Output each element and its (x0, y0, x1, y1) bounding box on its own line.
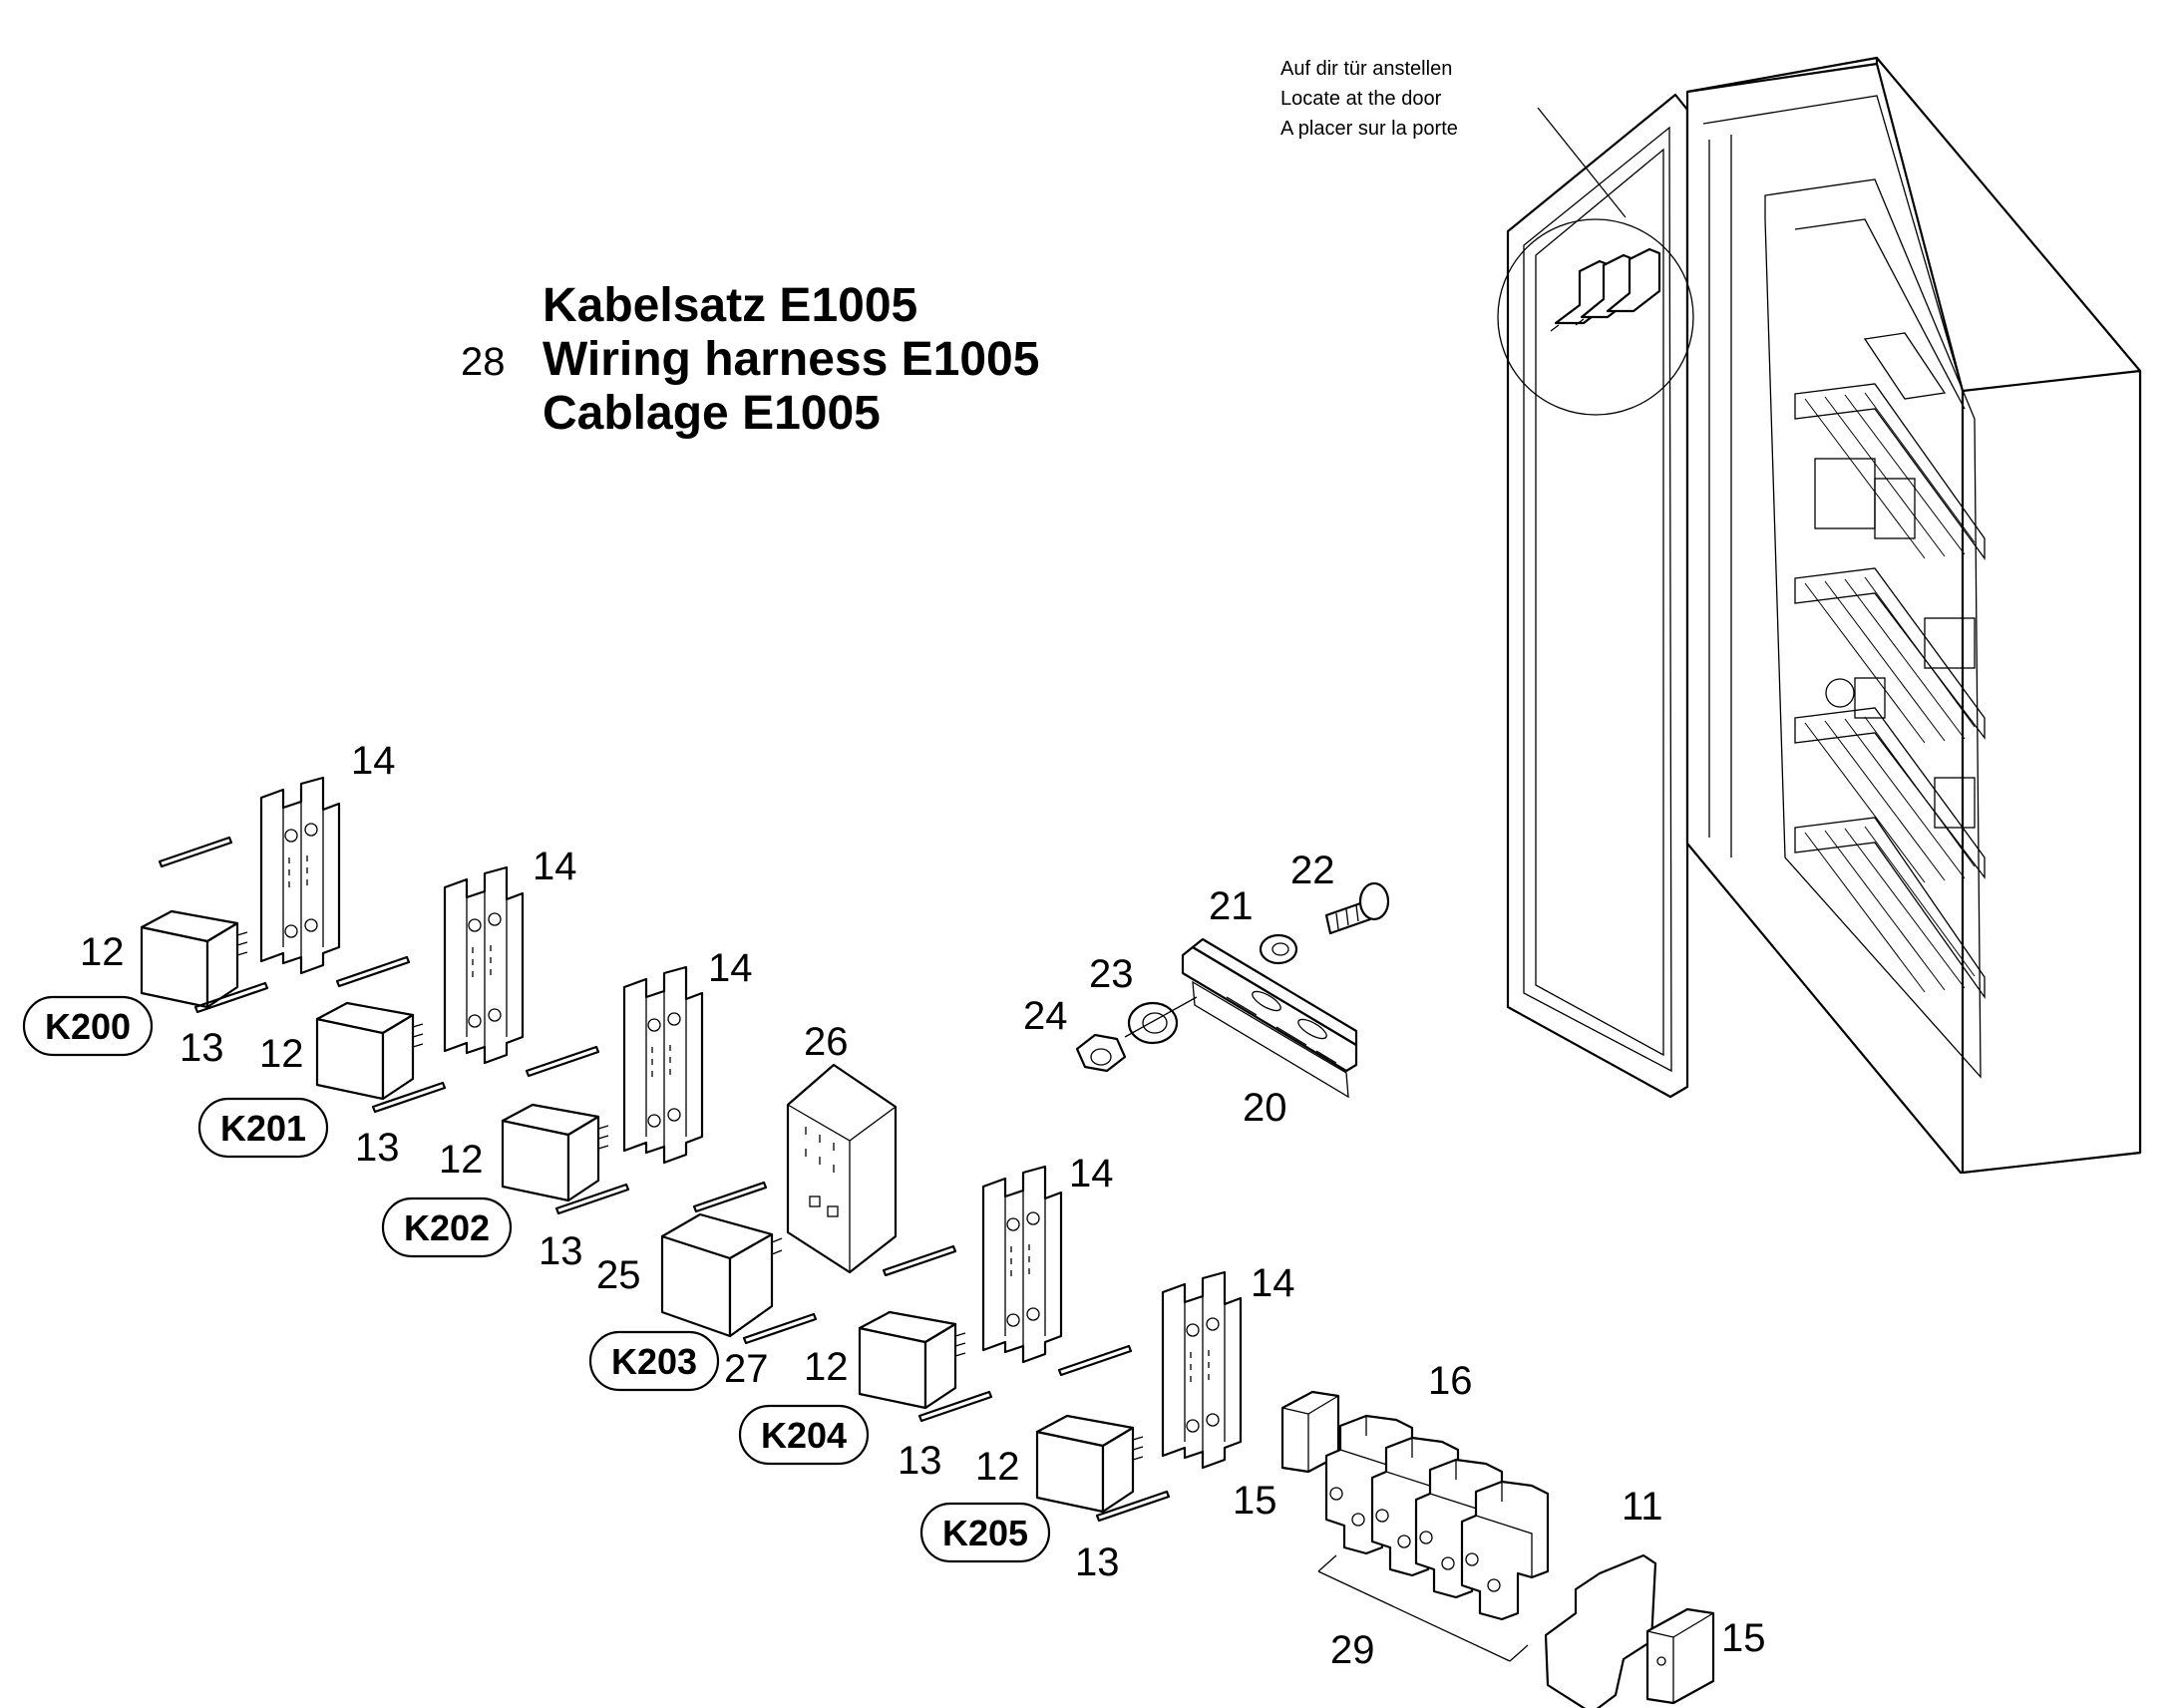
terminal-block-assembly (1280, 1390, 1715, 1708)
cabinet-interior (1794, 218, 1986, 1000)
relay-k204-group: K204 (738, 1165, 1063, 1466)
callout-15: 15 (1233, 1479, 1277, 1523)
title-line-german: Kabelsatz E1005 (543, 279, 917, 332)
callout-13: 13 (898, 1439, 942, 1483)
relay-25 (660, 1212, 783, 1338)
callout-13: 13 (539, 1229, 583, 1273)
callout-14: 14 (1251, 1261, 1295, 1305)
callout-14: 14 (708, 946, 753, 990)
callout-14: 14 (1069, 1152, 1114, 1196)
callout-12: 12 (804, 1345, 849, 1389)
jumper-bridge-11 (1544, 1553, 1657, 1708)
callout-16: 16 (1428, 1359, 1473, 1403)
label-k201: K201 (220, 1108, 306, 1149)
relay-k205-group: K205 (919, 1270, 1243, 1563)
socket-26 (786, 1063, 898, 1274)
callout-29: 29 (1330, 1628, 1375, 1672)
screw-22 (1324, 881, 1390, 935)
title-block: 28 Kabelsatz E1005 Wiring harness E1005 … (461, 279, 1039, 440)
relay-k203-group: K203 (588, 1063, 898, 1392)
control-cabinet: Auf dir tür anstellen Locate at the door… (1280, 56, 2142, 1175)
callout-27: 27 (724, 1347, 769, 1391)
relay-k201-group: K201 (197, 865, 525, 1159)
nut-24 (1075, 1033, 1127, 1073)
callout-13: 13 (355, 1126, 400, 1170)
label-k200: K200 (45, 1006, 131, 1047)
callout-26: 26 (804, 1020, 849, 1064)
callout-12: 12 (975, 1445, 1020, 1489)
door-note-german: Auf dir tür anstellen (1280, 58, 1452, 80)
callout-14: 14 (533, 845, 577, 888)
title-line-english: Wiring harness E1005 (543, 333, 1039, 386)
callout-25: 25 (596, 1253, 641, 1297)
callout-numbers: 14 14 14 14 14 12 12 12 12 12 13 13 13 1… (80, 739, 1766, 1672)
callout-12: 12 (80, 930, 125, 974)
title-part-number: 28 (461, 340, 506, 384)
callout-12: 12 (439, 1138, 484, 1182)
label-k203: K203 (611, 1341, 697, 1382)
label-k205: K205 (942, 1513, 1028, 1553)
callout-12: 12 (259, 1032, 304, 1076)
washer-21 (1259, 933, 1298, 965)
callout-14: 14 (351, 739, 396, 783)
callout-13: 13 (1075, 1540, 1120, 1584)
end-cover-15-lower (1645, 1607, 1715, 1705)
callout-22: 22 (1290, 849, 1335, 892)
callout-23: 23 (1089, 952, 1134, 996)
callout-11: 11 (1622, 1485, 1663, 1529)
washer-23 (1127, 1001, 1179, 1045)
cabinet-door (1506, 93, 1689, 1099)
din-rail-assembly (1075, 881, 1390, 1099)
label-k202: K202 (404, 1207, 490, 1248)
relay-k200-group: K200 (22, 776, 341, 1057)
door-detail-circle (1497, 218, 1694, 416)
callout-20: 20 (1243, 1086, 1287, 1130)
door-terminals (1550, 247, 1661, 332)
door-note-french: A placer sur la porte (1280, 118, 1458, 140)
label-k204: K204 (761, 1415, 847, 1456)
title-line-french: Cablage E1005 (543, 387, 881, 440)
relay-k202-group: K202 (381, 965, 704, 1258)
callout-15: 15 (1721, 1616, 1766, 1660)
callout-21: 21 (1209, 884, 1254, 928)
door-note-english: Locate at the door (1280, 88, 1442, 110)
callout-13: 13 (180, 1026, 224, 1070)
callout-24: 24 (1023, 994, 1068, 1038)
